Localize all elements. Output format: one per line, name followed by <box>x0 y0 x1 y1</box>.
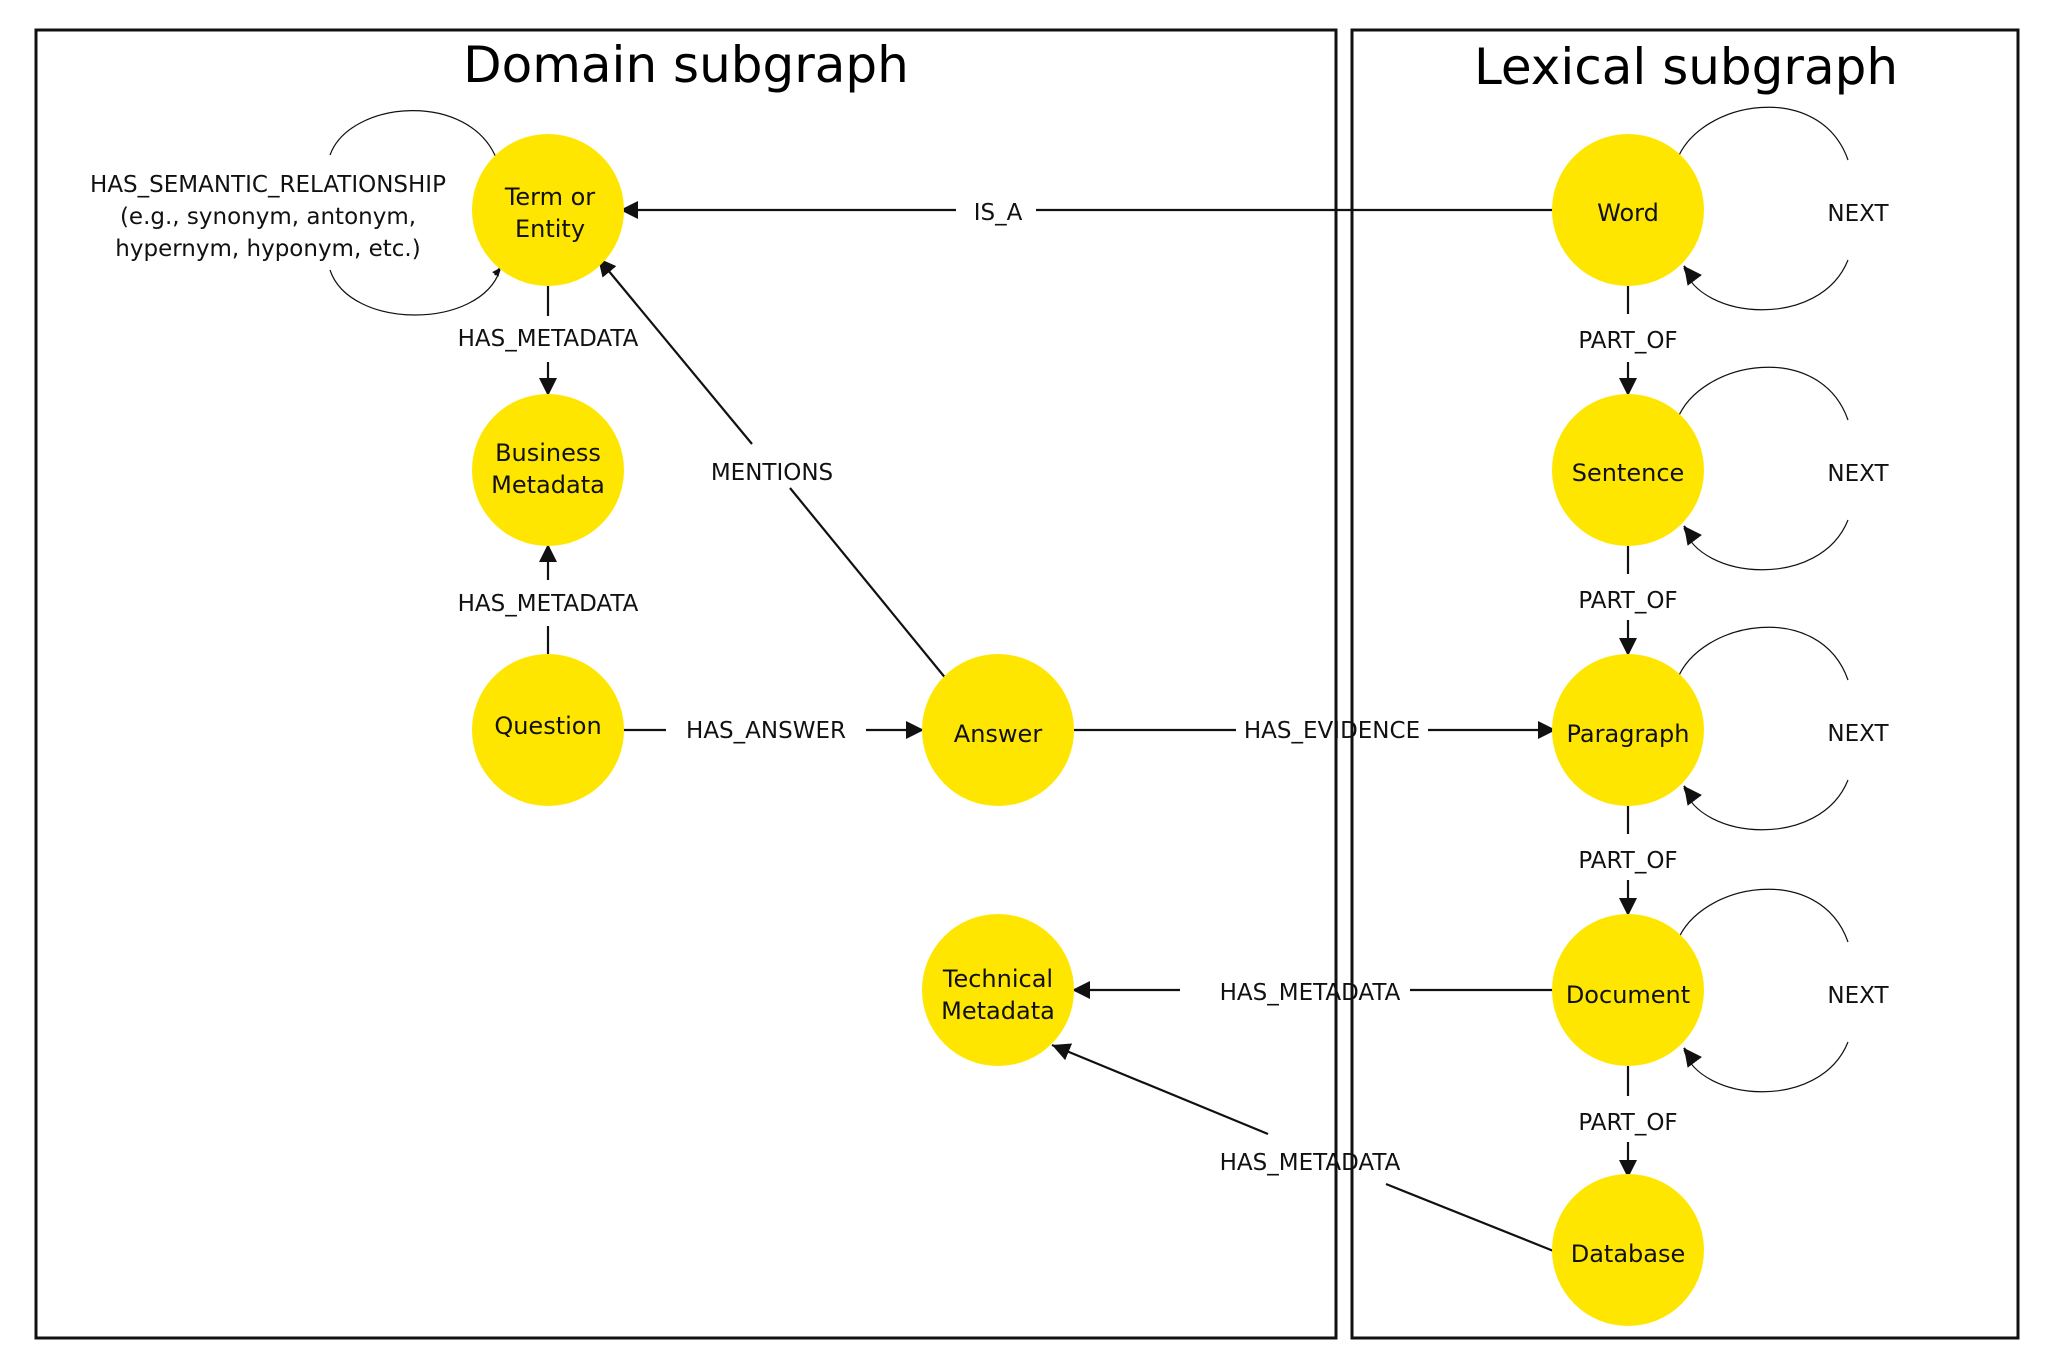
paragraph-next-arrow <box>1683 785 1702 806</box>
semantic-relationship-loop <box>329 110 501 316</box>
semantic-relationship-label-line3: hypernym, hyponym, etc.) <box>115 236 420 262</box>
document-technical-edge-label: HAS_METADATA <box>1220 980 1401 1006</box>
database-technical-edge-upper <box>1051 1043 1269 1136</box>
word-part-of-edge-label: PART_OF <box>1578 328 1677 354</box>
has-answer-edge-label: HAS_ANSWER <box>686 718 846 744</box>
database-technical-edge-lower <box>1385 1182 1557 1254</box>
is-a-edge-label: IS_A <box>974 200 1023 226</box>
domain-subgraph-title: Domain subgraph <box>463 36 909 94</box>
lexical-subgraph-panel <box>1350 28 2020 1340</box>
paragraph-next-edge-label: NEXT <box>1827 721 1889 747</box>
node-business-label-line2: Metadata <box>491 471 605 499</box>
document-part-of-edge-label: PART_OF <box>1578 1110 1677 1136</box>
node-technical-label-line1: Technical <box>942 965 1053 993</box>
semantic-relationship-label-line2: (e.g., synonym, antonym, <box>120 204 416 230</box>
sentence-next-edge-label: NEXT <box>1827 461 1889 487</box>
node-term-label-line1: Term or <box>504 183 595 211</box>
node-technical-metadata: Technical Metadata <box>922 914 1074 1066</box>
mentions-edge-upper <box>597 257 753 445</box>
node-database-label: Database <box>1571 1240 1686 1268</box>
node-term-or-entity: Term or Entity <box>472 134 624 286</box>
has-evidence-edge-label: HAS_EVIDENCE <box>1244 718 1420 744</box>
node-question-label: Question <box>494 712 601 740</box>
term-business-edge-label: HAS_METADATA <box>458 326 639 352</box>
word-next-edge-label: NEXT <box>1827 201 1889 227</box>
node-paragraph-label: Paragraph <box>1567 720 1690 748</box>
mentions-edge-lower <box>789 487 948 681</box>
domain-subgraph-panel <box>34 28 1338 1340</box>
semantic-loop-arrow <box>492 267 501 277</box>
node-answer-label: Answer <box>954 720 1043 748</box>
word-next-arrow <box>1683 265 1702 286</box>
paragraph-part-of-edge-label: PART_OF <box>1578 848 1677 874</box>
lexical-subgraph-title: Lexical subgraph <box>1474 38 1898 96</box>
node-document-label: Document <box>1566 981 1690 1009</box>
document-next-arrow <box>1683 1047 1702 1068</box>
question-business-edge-label: HAS_METADATA <box>458 591 639 617</box>
semantic-relationship-label-line1: HAS_SEMANTIC_RELATIONSHIP <box>90 172 446 198</box>
node-word: Word <box>1552 134 1704 286</box>
node-sentence-label: Sentence <box>1572 459 1685 487</box>
document-next-edge-label: NEXT <box>1827 983 1889 1009</box>
node-database: Database <box>1552 1174 1704 1326</box>
node-document: Document <box>1552 914 1704 1066</box>
node-business-metadata: Business Metadata <box>472 394 624 546</box>
node-sentence: Sentence <box>1552 394 1704 546</box>
database-technical-edge-label: HAS_METADATA <box>1220 1150 1401 1176</box>
mentions-edge-label: MENTIONS <box>711 460 833 486</box>
node-term-label-line2: Entity <box>515 215 585 243</box>
sentence-part-of-edge-label: PART_OF <box>1578 588 1677 614</box>
node-answer: Answer <box>922 654 1074 806</box>
node-technical-label-line2: Metadata <box>941 997 1055 1025</box>
node-paragraph: Paragraph <box>1552 654 1704 806</box>
sentence-next-arrow <box>1683 525 1702 546</box>
node-word-label: Word <box>1597 199 1659 227</box>
node-question: Question <box>472 654 624 806</box>
node-business-label-line1: Business <box>495 439 601 467</box>
